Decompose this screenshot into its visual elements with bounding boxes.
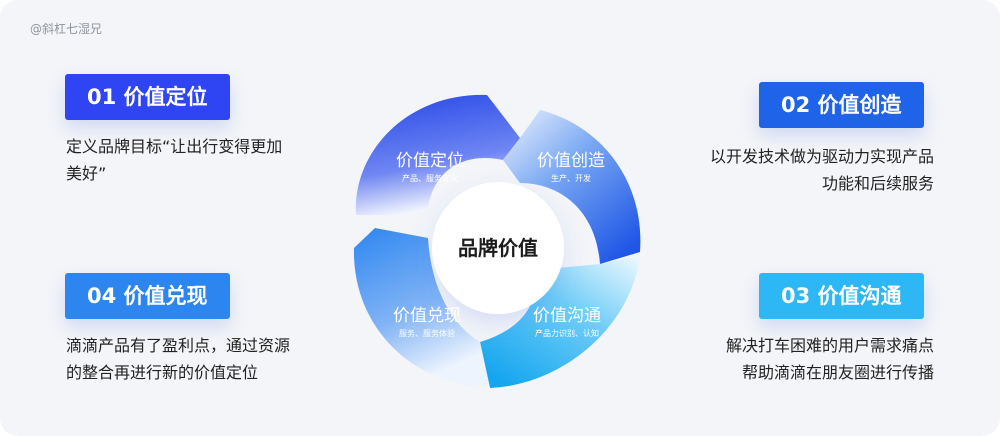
ring-segment-creation — [503, 110, 641, 264]
segment-sub-creation: 生产、开发 — [551, 173, 591, 183]
tag-value-positioning: 01 价值定位 — [65, 74, 230, 120]
desc-value-communication: 解决打车困难的用户需求痛点 帮助滴滴在朋友圈进行传播 — [726, 332, 934, 386]
tag-value-creation: 02 价值创造 — [759, 82, 924, 128]
desc-value-realization: 滴滴产品有了盈利点，通过资源 的整合再进行新的价值定位 — [66, 332, 290, 386]
ring-segment-positioning — [355, 94, 520, 215]
segment-sub-realization: 服务、服务体验 — [399, 328, 455, 338]
segment-sub-positioning: 产品、服务定义 — [402, 173, 458, 183]
desc-line: 美好” — [66, 164, 107, 183]
desc-line: 定义品牌目标“让出行变得更加 — [66, 137, 283, 156]
desc-line: 帮助滴滴在朋友圈进行传播 — [741, 363, 934, 382]
ring-segment-realization — [353, 228, 490, 388]
desc-line: 功能和后续服务 — [821, 174, 934, 193]
segment-title-positioning: 价值定位 — [396, 151, 464, 171]
desc-value-positioning: 定义品牌目标“让出行变得更加 美好” — [66, 133, 282, 187]
center-disc — [432, 182, 564, 314]
desc-value-creation: 以开发技术做为驱动力实现产品 功能和后续服务 — [710, 143, 934, 197]
desc-line: 解决打车困难的用户需求痛点 — [725, 336, 934, 355]
segment-title-creation: 价值创造 — [537, 151, 605, 171]
segment-title-realization: 价值兑现 — [393, 306, 461, 326]
segment-sub-communication: 产品力识别、认知 — [535, 328, 599, 338]
watermark: @斜杠七湿兄 — [30, 22, 103, 36]
tag-value-communication: 03 价值沟通 — [759, 273, 924, 319]
desc-line: 的整合再进行新的价值定位 — [66, 363, 259, 382]
ring-segment-communication — [480, 256, 640, 388]
center-label: 品牌价值 — [458, 236, 538, 260]
tag-value-realization: 04 价值兑现 — [65, 273, 230, 319]
segment-title-communication: 价值沟通 — [533, 306, 601, 326]
desc-line: 滴滴产品有了盈利点，通过资源 — [66, 336, 291, 355]
desc-line: 以开发技术做为驱动力实现产品 — [709, 147, 934, 166]
